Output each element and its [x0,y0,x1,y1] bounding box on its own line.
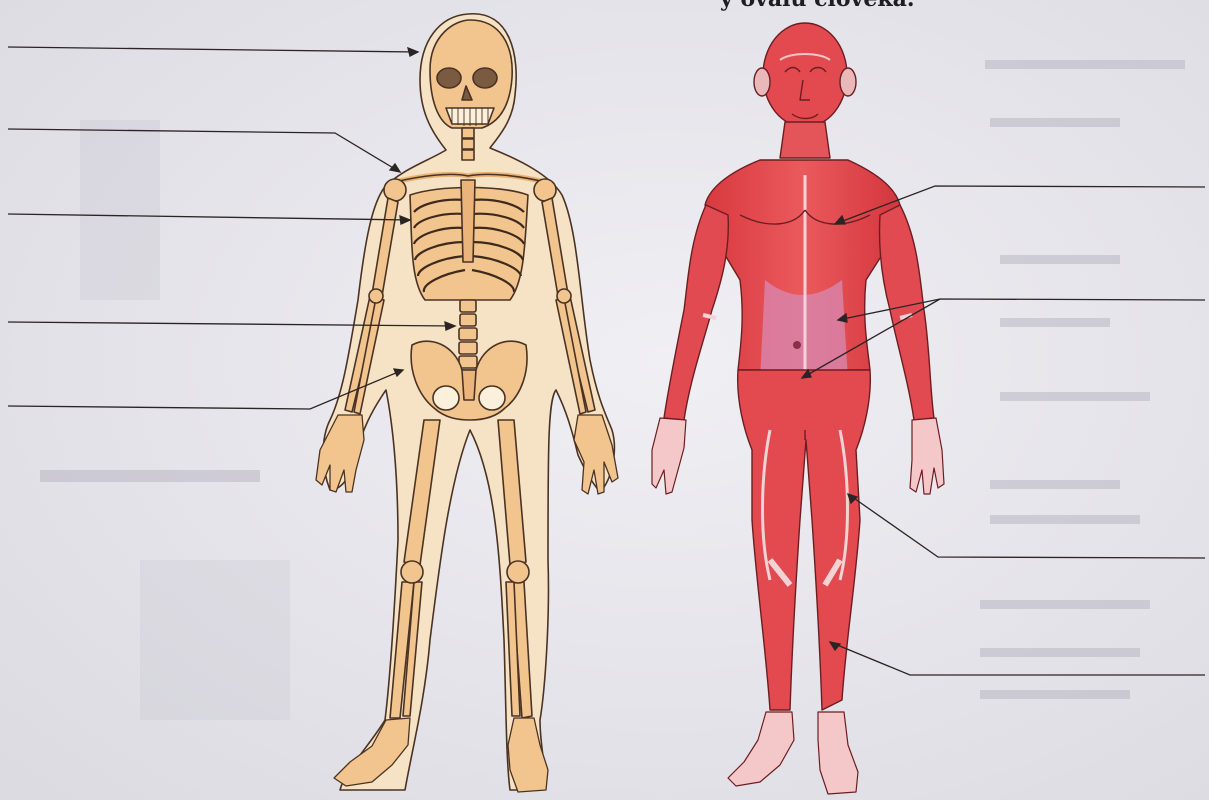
worksheet-title-fragment: ý ovaiu cioveka. [720,0,1060,12]
